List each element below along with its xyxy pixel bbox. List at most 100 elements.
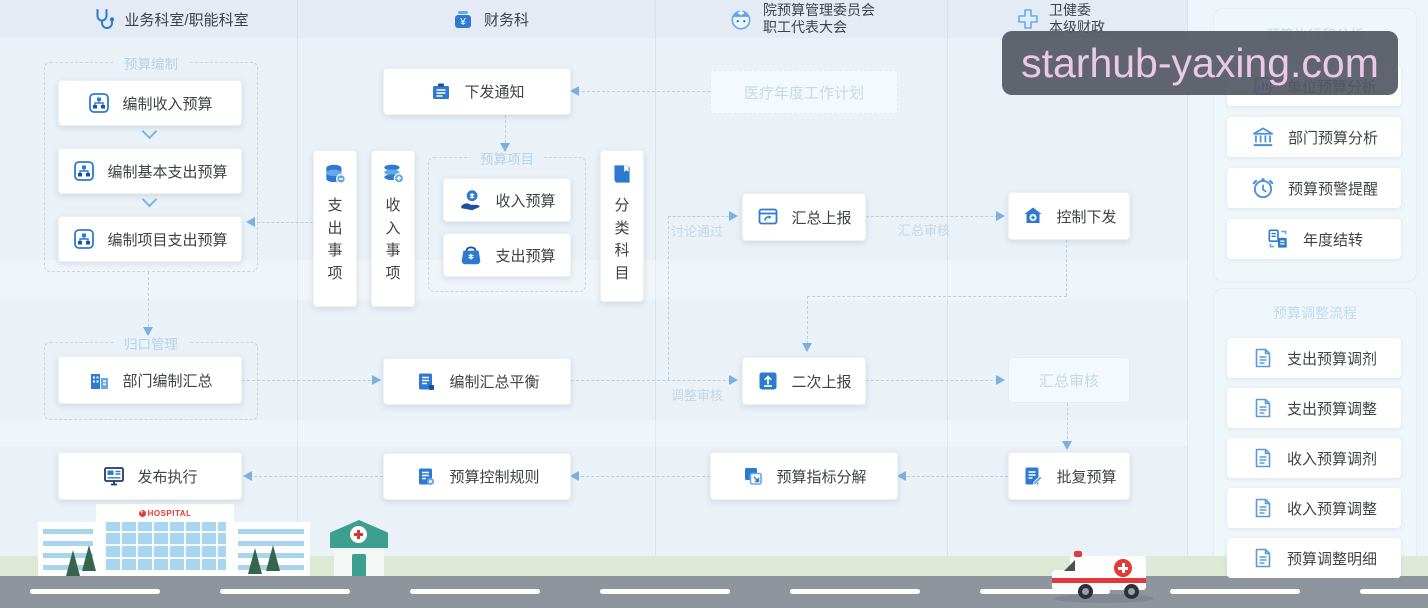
node-label: 批复预算	[1056, 468, 1117, 486]
node-category[interactable]: 分类科目	[600, 150, 644, 302]
node-prep-project[interactable]: 编制项目支出预算	[58, 216, 242, 262]
node-income-items[interactable]: 收入事项	[371, 150, 415, 307]
arrowhead	[246, 217, 255, 227]
connector	[866, 216, 1003, 217]
node-control-issue[interactable]: 控制下发	[1008, 192, 1130, 240]
edge-label-discussed: 讨论通过	[671, 224, 724, 239]
doc-icon	[1251, 496, 1275, 520]
connector	[249, 476, 383, 477]
doc-gear-icon	[414, 465, 438, 489]
connector	[576, 476, 710, 477]
sidebar-item-1-0[interactable]: 支出预算调剂	[1227, 338, 1401, 378]
node-label: 下发通知	[464, 84, 525, 101]
sidebar-item-1-1[interactable]: 支出预算调整	[1227, 388, 1401, 428]
sidebar-item-0-3[interactable]: 年度结转	[1227, 219, 1401, 259]
group-label: 归口管理	[114, 333, 188, 353]
arrowhead	[802, 343, 812, 352]
road-marking	[1360, 589, 1428, 594]
decorative-band	[0, 260, 1188, 300]
lane-header-label: 业务科室/职能科室	[124, 11, 249, 29]
arrowhead	[1062, 441, 1072, 450]
doc-lines-icon	[414, 370, 438, 394]
arrowhead	[570, 471, 579, 481]
node-income-budget[interactable]: 收入预算	[443, 178, 571, 222]
monitor-icon	[102, 464, 126, 488]
bank-icon	[1250, 124, 1276, 150]
sidebar-item-label: 支出预算调整	[1286, 400, 1377, 418]
road-marking	[1170, 589, 1300, 594]
node-dept-summary[interactable]: 部门编制汇总	[58, 356, 242, 404]
clinic-cross-icon	[350, 526, 367, 543]
upload-icon	[756, 369, 780, 393]
tree	[248, 548, 262, 574]
tree	[66, 550, 80, 576]
sidebar-item-1-3[interactable]: 收入预算调整	[1227, 488, 1401, 528]
group-label: 预算编制	[114, 53, 188, 73]
db-minus-icon	[322, 161, 348, 187]
group-centralized-management: 归口管理	[44, 333, 258, 420]
node-summary-report[interactable]: 汇总上报	[742, 193, 866, 241]
clinic-door	[352, 554, 366, 576]
node-expense-budget[interactable]: 支出预算	[443, 233, 571, 277]
purse-icon	[458, 242, 484, 268]
sidebar-item-label: 部门预算分析	[1287, 129, 1378, 147]
lane-divider	[655, 0, 656, 576]
tree	[82, 545, 96, 571]
node-prep-basic[interactable]: 编制基本支出预算	[58, 148, 242, 194]
hospital-windows	[104, 522, 226, 572]
node-label: 编制汇总平衡	[449, 374, 540, 391]
edge-label-adjust-review: 调整审核	[671, 388, 724, 403]
node-label: 医疗年度工作计划	[743, 84, 864, 102]
road-marking	[220, 589, 350, 594]
road-marking	[790, 589, 920, 594]
org-chart-icon	[72, 227, 96, 251]
hospital-cross-icon: +	[138, 510, 146, 518]
ambulance-cross-icon	[1114, 559, 1132, 577]
node-label: 部门编制汇总	[122, 372, 213, 390]
node-publish[interactable]: 发布执行	[58, 452, 242, 500]
org-chart-icon	[87, 91, 111, 115]
connector	[807, 296, 808, 344]
lane-header-0: 业务科室/职能科室	[60, 0, 280, 38]
sidebar-item-label: 收入预算调整	[1286, 500, 1377, 518]
connector	[1067, 403, 1068, 444]
node-indicator-decompose[interactable]: 预算指标分解	[710, 452, 898, 500]
coins-plus-icon	[380, 161, 406, 187]
sidebar-item-0-2[interactable]: 预算预警提醒	[1227, 168, 1401, 208]
node-second-report[interactable]: 二次上报	[742, 357, 866, 405]
node-label: 二次上报	[791, 373, 852, 391]
node-approve-budget[interactable]: 批复预算	[1008, 452, 1130, 500]
road-marking	[410, 589, 540, 594]
sidebar-item-0-1[interactable]: 部门预算分析	[1227, 117, 1401, 157]
node-label: 汇总上报	[791, 209, 852, 227]
group-budget-items: 预算项目	[428, 148, 586, 292]
node-prep-income[interactable]: 编制收入预算	[58, 80, 242, 126]
node-label: 收入预算	[495, 192, 556, 210]
buildings-icon	[87, 368, 111, 392]
sidebar-panel-title: 预算调整流程	[1273, 305, 1357, 321]
node-control-rules[interactable]: 预算控制规则	[383, 453, 571, 500]
sidebar-item-label: 预算预警提醒	[1287, 180, 1378, 198]
arrowhead	[570, 86, 579, 96]
arrowhead	[729, 375, 738, 385]
org-chart-icon	[72, 159, 96, 183]
node-expense-items[interactable]: 支出事项	[313, 150, 357, 307]
node-summary-review: 汇总审核	[1008, 357, 1130, 403]
sidebar-item-1-4[interactable]: 预算调整明细	[1227, 538, 1401, 578]
connector	[572, 91, 710, 92]
arrowhead	[243, 471, 252, 481]
decorative-band	[0, 420, 1188, 446]
arrowhead	[372, 375, 381, 385]
node-label: 分类科目	[614, 197, 630, 282]
node-notice[interactable]: 下发通知	[383, 68, 571, 115]
layers-icon	[741, 464, 765, 488]
node-balance[interactable]: 编制汇总平衡	[383, 358, 571, 405]
doc-icon	[1251, 546, 1275, 570]
road-marking	[980, 589, 1110, 594]
sidebar-item-1-2[interactable]: 收入预算调剂	[1227, 438, 1401, 478]
moneybag-icon: ¥	[451, 7, 475, 31]
node-label: 预算控制规则	[449, 469, 540, 486]
sidebar-item-label: 预算调整明细	[1286, 550, 1377, 568]
alarm-icon	[1250, 175, 1276, 201]
